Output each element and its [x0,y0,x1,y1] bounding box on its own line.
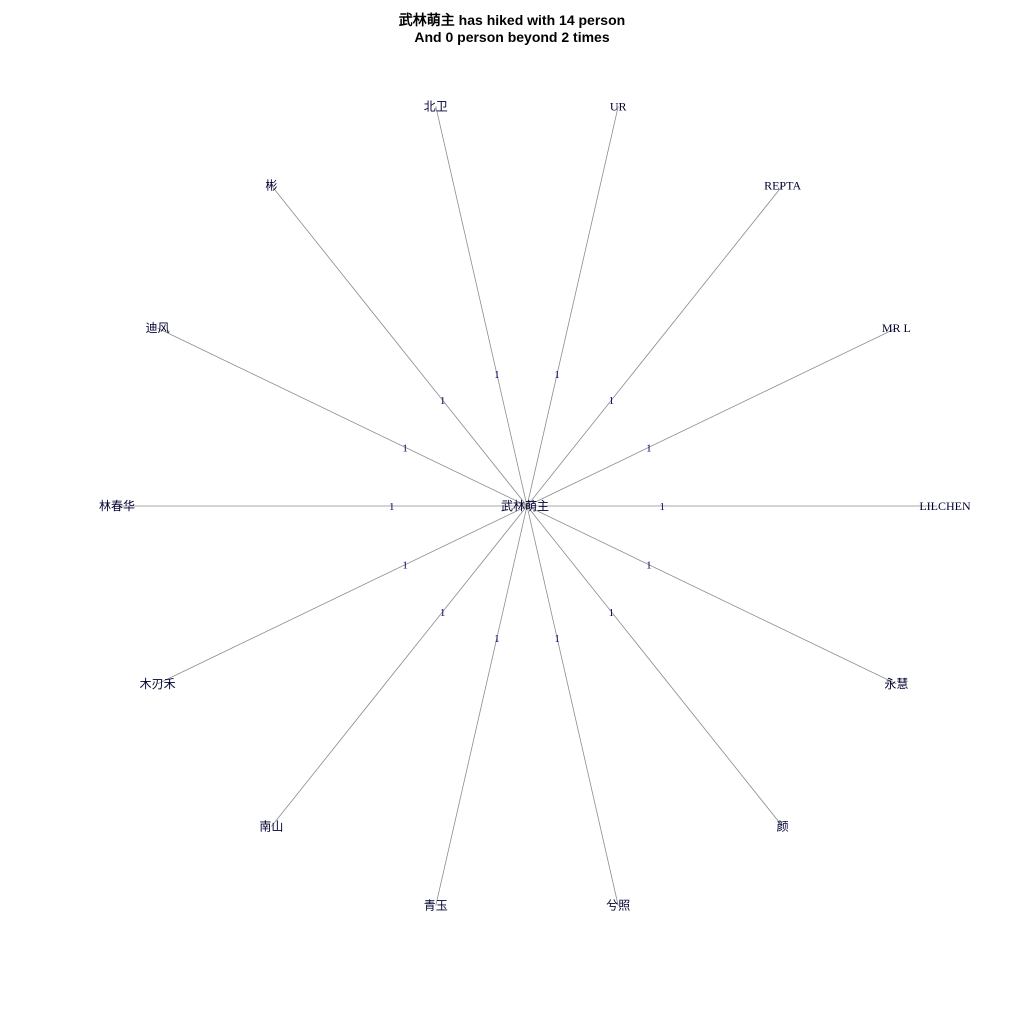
edge-layer [117,106,937,906]
edge-6 [271,185,528,507]
node-label: 南山 [259,819,283,834]
node-label: 彬 [265,178,277,192]
edge-label-layer: 1 1 1 1 1 1 1 1 1 1 1 1 1 1 [389,369,665,645]
title-line-1: 武林萌主 has hiked with 14 person [398,12,626,28]
edge-12 [526,505,619,906]
edge-2 [526,327,897,507]
node-label: 木刃禾 [140,677,176,691]
chart-title: 武林萌主 has hiked with 14 person And 0 pers… [0,12,1024,46]
edge-4 [526,106,619,507]
edge-3 [526,185,783,507]
edge-5 [435,106,528,507]
node-label: 北卫 [424,99,448,113]
edge-weight-label: 1 [494,369,500,381]
edge-weight-label: 1 [660,501,666,513]
center-node-label: 武林萌主 [501,499,549,513]
edge-10 [271,505,528,827]
edge-13 [526,505,783,827]
node-label: 兮照 [606,899,630,913]
edge-weight-label: 1 [494,633,500,645]
edge-9 [157,505,528,685]
edge-weight-label: 1 [402,560,408,572]
node-label: 迪风 [146,321,170,335]
edge-7 [157,327,528,507]
edge-weight-label: 1 [389,501,395,513]
node-label: 青玉 [424,899,448,913]
edge-weight-label: 1 [554,633,560,645]
node-label: 颜 [777,819,789,834]
edge-weight-label: 1 [646,560,652,572]
node-label: 永慧 [884,676,908,691]
node-label: LILCHEN [919,499,971,513]
edge-weight-label: 1 [440,607,446,619]
edge-weight-label: 1 [609,395,615,407]
node-label: REPTA [764,178,801,192]
edge-weight-label: 1 [609,607,615,619]
edge-14 [526,505,897,685]
edge-weight-label: 1 [554,369,560,381]
node-label: 林春华 [99,499,135,513]
edge-weight-label: 1 [440,395,446,407]
node-label: MR L [882,321,911,335]
edge-weight-label: 1 [402,442,408,454]
edge-weight-label: 1 [646,442,652,454]
title-line-2: And 0 person beyond 2 times [414,29,610,45]
edge-11 [435,505,528,906]
node-label: UR [610,99,627,113]
